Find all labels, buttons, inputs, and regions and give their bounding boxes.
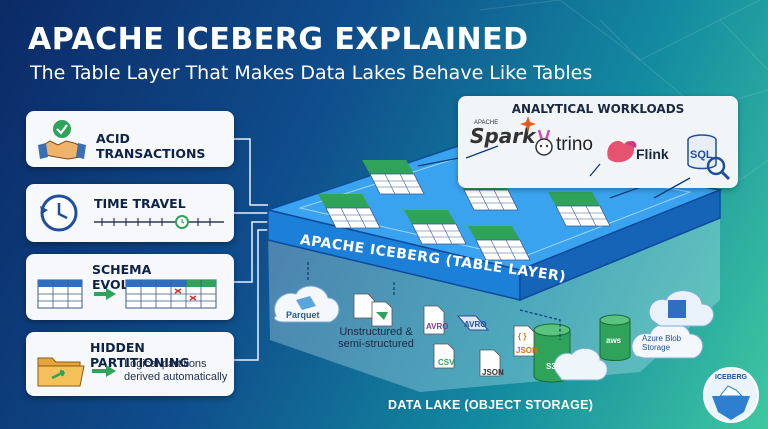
feature-description: Logical partitions derived automatically	[124, 358, 228, 383]
file-json-2: JSON	[516, 346, 538, 355]
page-title: APACHE ICEBERG EXPLAINED	[28, 22, 529, 57]
file-avro: AVRO	[426, 322, 449, 331]
table-grid-icon	[37, 279, 217, 309]
feature-card-acid: ACID TRANSACTIONS	[26, 111, 234, 167]
engine-sql: SQL	[690, 149, 713, 161]
analytical-workloads-card: ANALYTICAL WORKLOADS APACHE Spark trino …	[458, 96, 738, 188]
feature-card-time-travel: TIME TRAVEL	[26, 184, 234, 242]
clock-history-icon	[40, 194, 78, 232]
file-json: JSON	[482, 368, 504, 377]
engine-spark: Spark	[470, 124, 536, 148]
page-subtitle: The Table Layer That Makes Data Lakes Be…	[30, 62, 593, 84]
folder-icon	[37, 357, 85, 387]
sql-database-icon	[687, 134, 731, 181]
file-avro-logo: AVRO	[464, 320, 487, 329]
feature-title: TIME TRAVEL	[94, 196, 186, 211]
workloads-title: ANALYTICAL WORKLOADS	[511, 102, 685, 116]
feature-title: HIDDEN PARTITIONING	[90, 340, 190, 370]
flink-squirrel-icon	[607, 140, 637, 163]
storage-azure: Azure Blob Storage	[642, 334, 682, 352]
storage-s3: S3	[546, 362, 556, 371]
file-unstructured: Unstructured & semi-structured	[338, 326, 414, 350]
feature-title: ACID TRANSACTIONS	[96, 131, 206, 161]
spark-prefix: APACHE	[474, 120, 499, 126]
feature-card-hidden-partitioning: HIDDEN PARTITIONING Logical partitions d…	[26, 332, 234, 396]
arrow-right-icon	[92, 365, 116, 377]
badge-label: ICEBERG	[715, 374, 747, 381]
file-csv: CSV	[438, 358, 455, 367]
engine-flink: Flink	[636, 146, 669, 162]
iceberg-logo-icon	[703, 367, 759, 423]
data-lake-label: DATA LAKE (OBJECT STORAGE)	[388, 398, 594, 412]
timeline-icon	[94, 215, 224, 229]
storage-aws: aws	[606, 336, 622, 345]
file-parquet: Parquet	[286, 310, 320, 320]
trino-bunny-icon	[535, 129, 553, 156]
feature-card-schema-evolution: SCHEMA EVOLUTION	[26, 254, 234, 320]
spark-star-icon	[520, 116, 536, 132]
handshake-icon	[38, 120, 86, 160]
engine-trino: trino	[556, 134, 593, 155]
file-json-braces: { }	[518, 332, 527, 341]
